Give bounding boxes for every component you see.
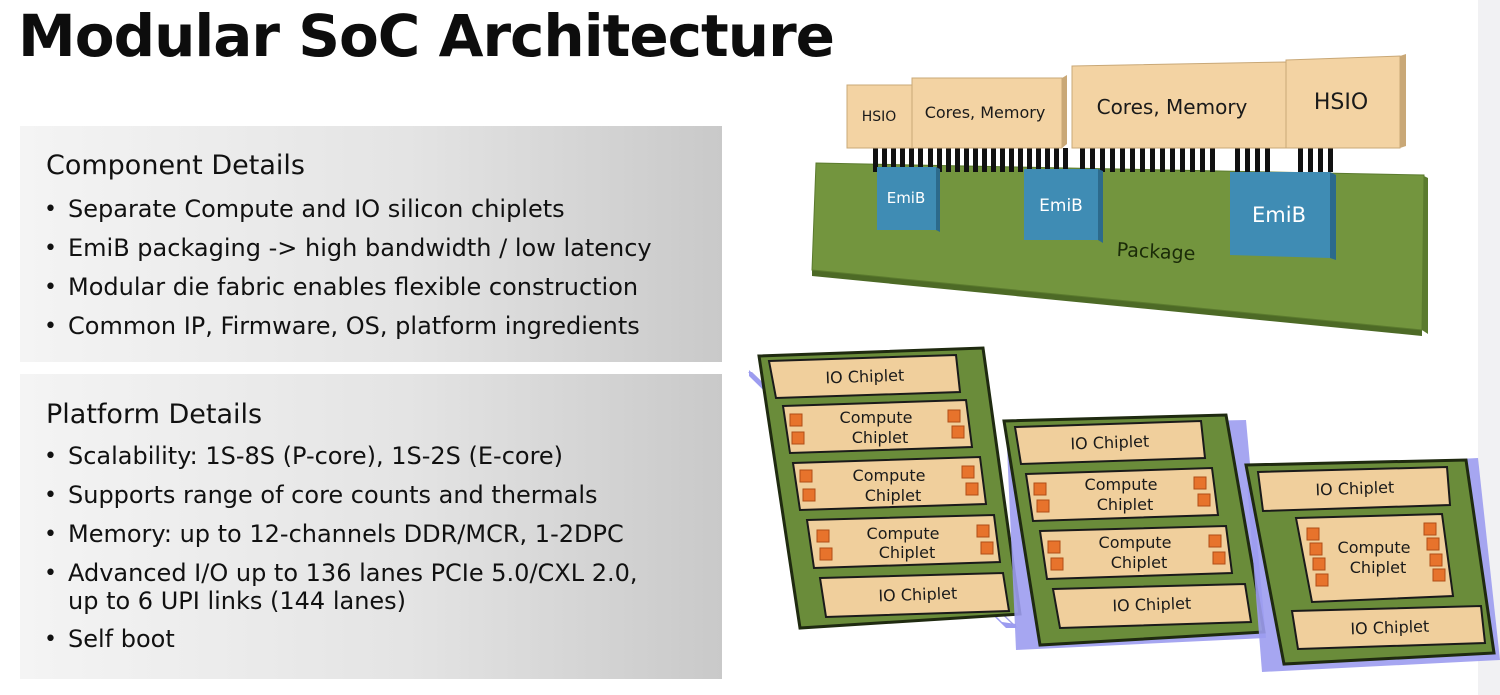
config-board-1: [748, 346, 1022, 630]
io-chiplet-label: IO Chiplet: [825, 366, 904, 388]
slide-margin-strip: [1478, 0, 1500, 695]
platform-details-heading: Platform Details: [46, 399, 263, 430]
die-label: HSIO: [1314, 90, 1368, 115]
emib-bridge-1: EmiB: [877, 167, 940, 232]
emib-bridge-3: EmiB: [1230, 172, 1336, 260]
compute-chiplet-label-line2: Chiplet: [1350, 558, 1406, 577]
package-substrate-side: [1422, 175, 1428, 334]
component-details-list: Separate Compute and IO silicon chiplets…: [42, 190, 712, 346]
compute-chiplet-label-line2: Chiplet: [852, 428, 908, 447]
die-hsio-right: HSIO: [1285, 54, 1406, 149]
emib-label: EmiB: [887, 189, 926, 207]
list-item: Self boot: [42, 620, 712, 659]
compute-chiplet-label-line2: Chiplet: [879, 543, 935, 562]
list-item: EmiB packaging -> high bandwidth / low l…: [42, 229, 712, 268]
die-cores-memory-2: Cores, Memory: [1071, 61, 1287, 149]
board-substrate: [757, 346, 1022, 630]
board-substrate: [1002, 413, 1266, 647]
list-item: Common IP, Firmware, OS, platform ingred…: [42, 307, 712, 346]
io-chiplet-label: IO Chiplet: [1315, 478, 1394, 500]
compute-chiplet-label-line1: Compute: [1085, 475, 1158, 494]
config-board-1-chiplets: IO Chiplet Compute Chiplet Compute Chipl…: [767, 353, 1011, 619]
io-line-1: Advanced I/O up to 136 lanes PCIe 5.0/CX…: [68, 559, 638, 587]
list-item: Separate Compute and IO silicon chiplets: [42, 190, 712, 229]
io-chiplet-label: IO Chiplet: [1070, 432, 1149, 454]
platform-details-list: Scalability: 1S-8S (P-core), 1S-2S (E-co…: [42, 437, 712, 659]
package-substrate: [811, 162, 1425, 331]
compute-chiplet-label-line1: Compute: [867, 524, 940, 543]
compute-chiplet-label-line2: Chiplet: [1111, 553, 1167, 572]
component-details-panel: Component Details Separate Compute and I…: [20, 126, 722, 362]
die-hsio-left: HSIO: [846, 83, 916, 149]
board-substrate: [1244, 458, 1496, 666]
emib-label: EmiB: [1039, 196, 1083, 216]
die-cores-memory-1: Cores, Memory: [911, 75, 1067, 149]
list-item: Modular die fabric enables flexible cons…: [42, 268, 712, 307]
platform-details-panel: Platform Details Scalability: 1S-8S (P-c…: [20, 374, 722, 679]
config-board-3: IO Chiplet Compute Chiplet IO Chiplet: [1244, 458, 1500, 672]
compute-chiplet-label-line1: Compute: [1338, 538, 1411, 557]
list-item: Scalability: 1S-8S (P-core), 1S-2S (E-co…: [42, 437, 712, 476]
die-bumps: [873, 148, 1333, 172]
die-label: HSIO: [862, 109, 897, 125]
emib-label: EmiB: [1252, 203, 1306, 227]
list-item: Advanced I/O up to 136 lanes PCIe 5.0/CX…: [42, 554, 712, 620]
package-label: Package: [1116, 239, 1196, 265]
io-line-2: up to 6 UPI links (144 lanes): [68, 587, 407, 615]
compute-chiplet-label-line1: Compute: [853, 466, 926, 485]
component-details-heading: Component Details: [46, 150, 305, 181]
io-chiplet-label: IO Chiplet: [1350, 617, 1429, 639]
die-label: Cores, Memory: [1097, 95, 1248, 119]
io-chiplet-label: IO Chiplet: [878, 584, 957, 606]
compute-chiplet-label-line2: Chiplet: [865, 486, 921, 505]
config-board-2: IO Chiplet Compute Chiplet Compute Chipl…: [1002, 413, 1266, 650]
list-item: Memory: up to 12-channels DDR/MCR, 1-2DP…: [42, 515, 712, 554]
package-substrate-edge: [812, 270, 1422, 336]
compute-chiplet-label-line1: Compute: [840, 408, 913, 427]
compute-chiplet-label-line1: Compute: [1099, 533, 1172, 552]
io-chiplet-label: IO Chiplet: [1112, 594, 1191, 616]
die-label: Cores, Memory: [925, 103, 1046, 122]
slide-title: Modular SoC Architecture: [18, 2, 835, 70]
list-item: Supports range of core counts and therma…: [42, 476, 712, 515]
compute-chiplet-label-line2: Chiplet: [1097, 495, 1153, 514]
emib-bridge-2: EmiB: [1024, 169, 1103, 243]
